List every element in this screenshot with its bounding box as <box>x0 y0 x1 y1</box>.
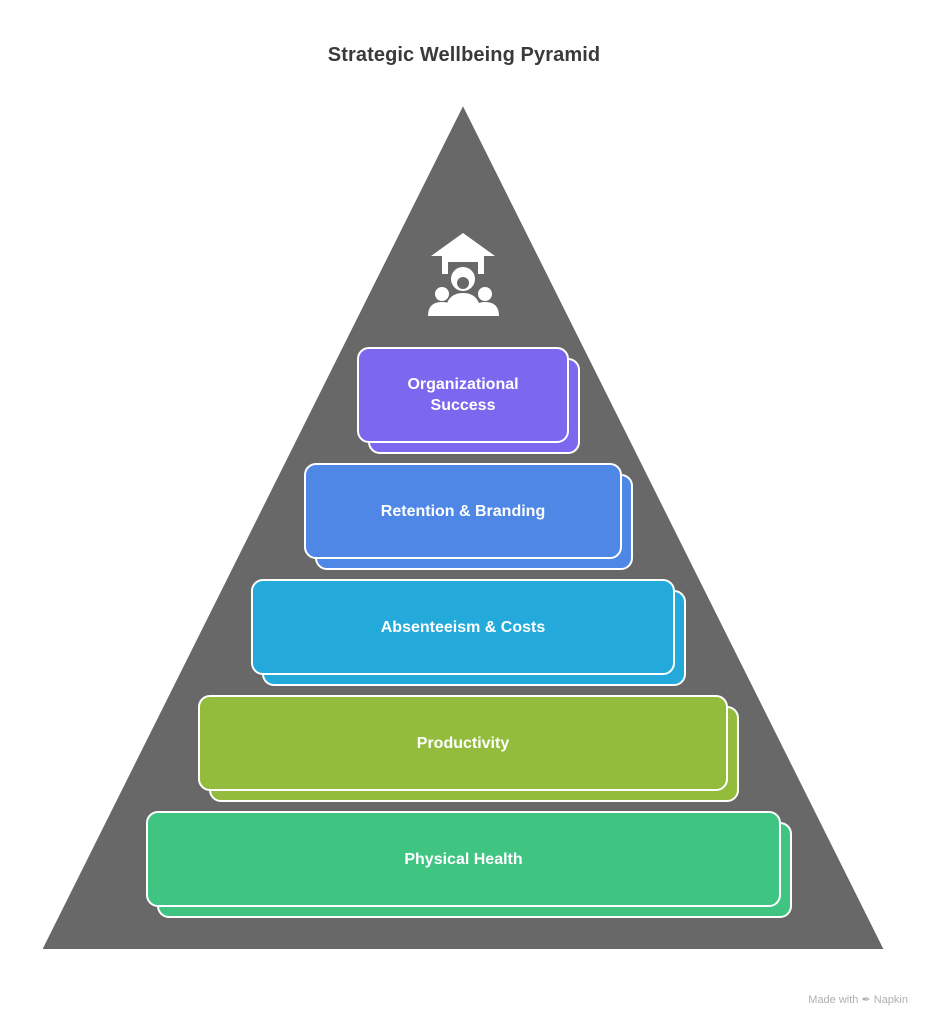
level-physical-health: Physical Health <box>146 811 792 918</box>
level-productivity: Productivity <box>198 695 739 802</box>
level-label: Productivity <box>416 734 510 752</box>
level-card: Physical Health <box>146 811 781 907</box>
page-title: Strategic Wellbeing Pyramid <box>327 44 601 66</box>
level-label: Organizational Success <box>407 376 519 414</box>
level-card: Organizational Success <box>357 347 569 443</box>
level-card: Retention & Branding <box>304 463 622 559</box>
level-card: Productivity <box>198 695 728 791</box>
level-label: Physical Health <box>404 850 523 868</box>
level-card: Absenteeism & Costs <box>251 579 675 675</box>
level-absenteeism-costs: Absenteeism & Costs <box>251 579 686 686</box>
leader-with-team-icon <box>428 233 499 316</box>
level-label: Absenteeism & Costs <box>380 618 546 636</box>
level-retention-branding: Retention & Branding <box>304 463 633 570</box>
level-label: Retention & Branding <box>380 502 546 520</box>
footer-credit: Made with ✒ Napkin <box>808 994 908 1006</box>
level-organizational-success: Organizational Success <box>357 347 580 454</box>
